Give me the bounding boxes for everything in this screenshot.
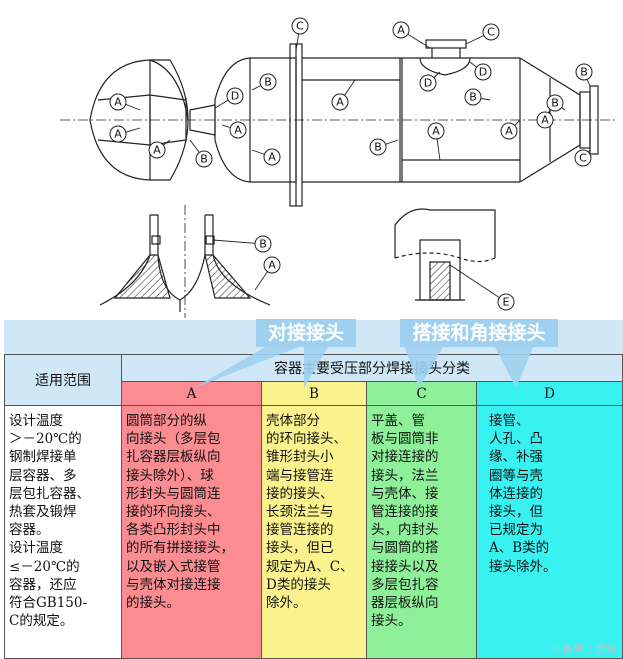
label-c: C xyxy=(487,26,495,39)
watermark: 头条号 / 焊接 xyxy=(551,643,617,656)
label-a: A xyxy=(114,128,122,141)
label-a: A xyxy=(268,259,276,272)
range-text: 设计温度 ＞－20℃的 钢制焊接单 层容器、多 层包扎容器、 热套及锻焊 容器。… xyxy=(9,413,90,630)
col-b-text: 壳体部分 的环向接头、 锥形封头小 端与接管连 接的接头、 长颈法兰与 接管连接… xyxy=(266,413,354,612)
label-a: A xyxy=(541,114,549,127)
col-a-header: A xyxy=(122,382,262,406)
col-b-header: B xyxy=(262,382,367,406)
col-a-text: 圆筒部分的纵 向接头（多层包 扎容器层板纵向 接头除外）、球 形封头与圆筒连 接… xyxy=(126,413,234,612)
label-d: D xyxy=(231,90,239,103)
label-a: A xyxy=(268,151,276,164)
lap-corner-joint-callout: 搭接和角接接头 xyxy=(400,319,558,347)
col-c-text: 平盖、管 板与圆筒非 对接连接的 接头，法兰 与壳体、接 管连接的接 头，内封头… xyxy=(371,413,439,630)
label-b: B xyxy=(259,238,267,251)
label-a: A xyxy=(153,144,161,157)
label-e: E xyxy=(503,296,510,309)
label-b: B xyxy=(374,141,382,154)
label-b: B xyxy=(551,97,559,110)
label-a: A xyxy=(397,24,405,37)
range-cell: 设计温度 ＞－20℃的 钢制焊接单 层容器、多 层包扎容器、 热套及锻焊 容器。… xyxy=(5,406,122,659)
label-b: B xyxy=(264,76,272,89)
label-a: A xyxy=(114,96,122,109)
label-c: C xyxy=(296,20,304,33)
range-header-cell: 适用范围 xyxy=(5,355,122,406)
col-d-text: 接管、 人孔、凸 缘、补强 圈等与壳 体连接的 接头，但 已规定为 A、B类的 … xyxy=(489,413,557,575)
col-d-cell: 接管、 人孔、凸 缘、补强 圈等与壳 体连接的 接头，但 已规定为 A、B类的 … xyxy=(477,406,623,659)
range-header: 适用范围 xyxy=(35,373,91,389)
label-d: D xyxy=(479,66,487,79)
weld-joint-table: 适用范围 容器主要受压部分焊接接头分类 A B C D 设计温度 ＞－20℃的 … xyxy=(4,320,623,659)
col-c-cell: 平盖、管 板与圆筒非 对接连接的 接头，法兰 与壳体、接 管连接的接 头，内封头… xyxy=(367,406,477,659)
col-a-cell: 圆筒部分的纵 向接头（多层包 扎容器层板纵向 接头除外）、球 形封头与圆筒连 接… xyxy=(122,406,262,659)
col-c-header: C xyxy=(367,382,477,406)
label-b: B xyxy=(200,153,208,166)
label-b: B xyxy=(469,91,477,104)
callout-pointers xyxy=(194,345,534,388)
label-b: B xyxy=(580,66,588,79)
vessel-weld-diagram: A A A B D A B A C A B A A C D D B A A B … xyxy=(60,17,615,318)
label-a: A xyxy=(234,124,242,137)
label-d: D xyxy=(424,77,432,90)
label-c: C xyxy=(579,152,587,165)
label-a: A xyxy=(505,125,513,138)
label-a: A xyxy=(432,125,440,138)
col-b-cell: 壳体部分 的环向接头、 锥形封头小 端与接管连 接的接头、 长颈法兰与 接管连接… xyxy=(262,406,367,659)
label-a: A xyxy=(336,96,344,109)
butt-joint-callout: 对接接头 xyxy=(256,319,356,347)
